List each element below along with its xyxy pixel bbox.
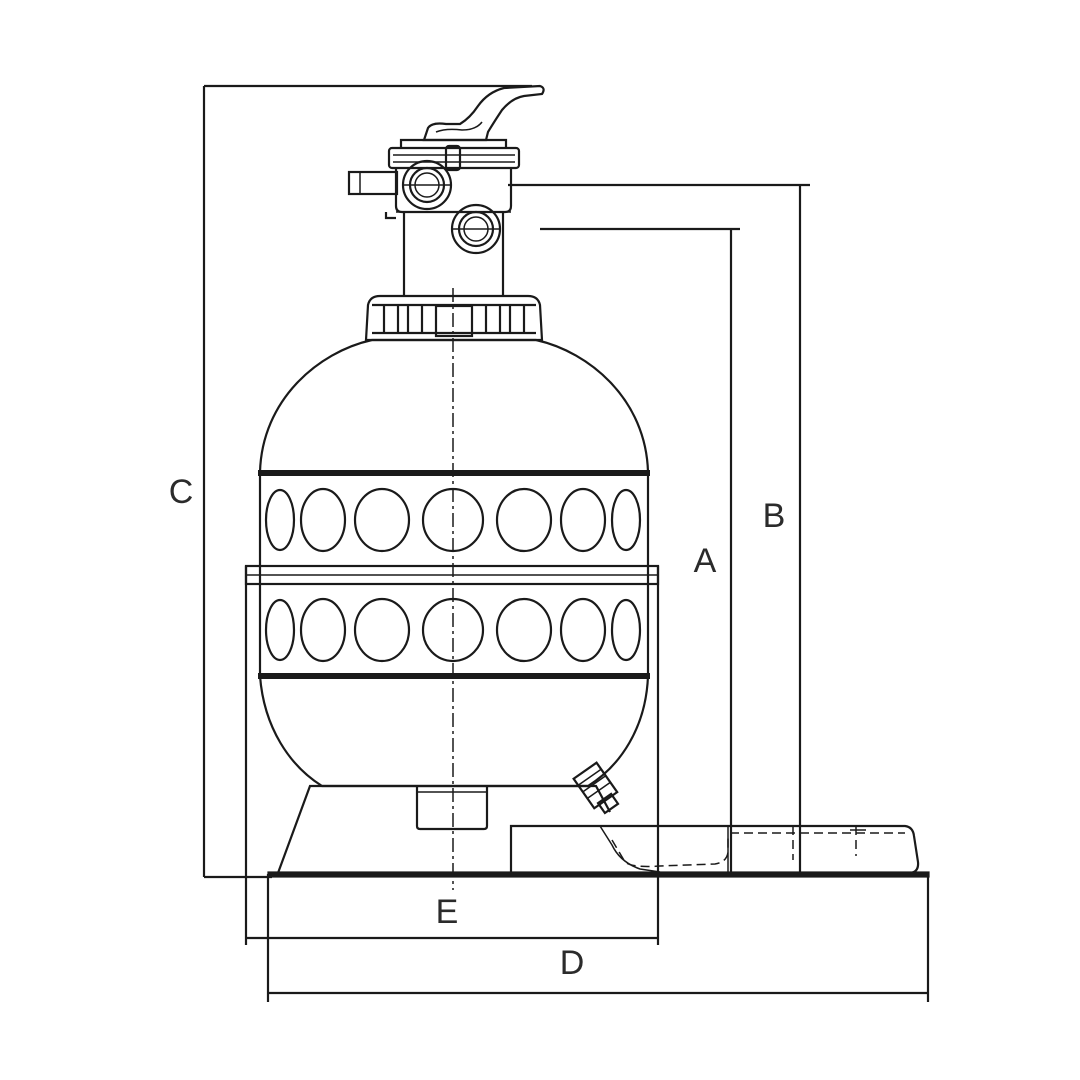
drain-plug-fitting [572, 761, 620, 815]
dimension-b [508, 183, 810, 873]
dimension-label-c: C [169, 473, 194, 511]
dimension-label-e: E [436, 893, 459, 931]
base-plate [267, 871, 930, 878]
tank-body [244, 338, 660, 788]
upper-port [401, 159, 453, 211]
multiport-valve [347, 138, 521, 255]
dimension-label-a: A [694, 542, 717, 580]
valve-handle [422, 84, 545, 142]
tank-window-row-upper [264, 487, 642, 553]
tank-pedestal [276, 784, 611, 874]
tank-clamp-ring [364, 294, 544, 342]
dimension-lines [202, 84, 930, 1002]
lower-port [450, 203, 502, 255]
dimension-label-b: B [763, 497, 786, 535]
clamp-ring-ribs [382, 305, 526, 333]
dimension-a [540, 227, 740, 873]
dimension-d [266, 874, 930, 1002]
pump-housing [509, 824, 920, 875]
dimension-label-d: D [560, 944, 585, 982]
dimension-e [244, 566, 660, 945]
dimension-c [202, 84, 532, 879]
tank-window-row-lower [264, 597, 642, 663]
